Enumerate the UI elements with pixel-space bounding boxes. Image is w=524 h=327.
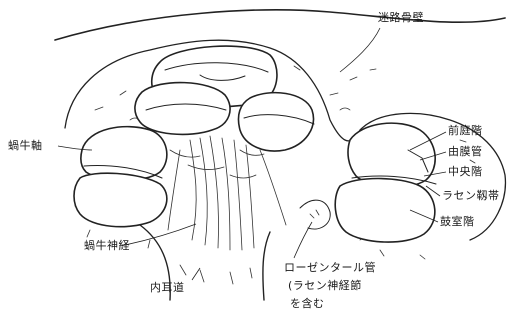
label-rosenthal-line3: を含む bbox=[290, 298, 325, 310]
labyrinth-outer-wall bbox=[55, 10, 505, 40]
label-reissner: 由膜管 bbox=[448, 146, 483, 158]
label-vestibular-wall: 迷路骨壁 bbox=[378, 12, 424, 24]
basal-turn-left-upper bbox=[81, 127, 167, 181]
label-rosenthal-line1: ローゼンタール管 bbox=[284, 262, 376, 274]
label-cochlear-axis: 蝸牛軸 bbox=[8, 140, 43, 152]
label-vestibular-scala: 前庭階 bbox=[448, 125, 483, 137]
basal-turn-right-lower bbox=[335, 179, 435, 243]
label-internal-auditory-canal: 内耳道 bbox=[150, 282, 185, 294]
label-spiral-ligament: ラセン靱帯 bbox=[442, 190, 500, 202]
middle-turn-right bbox=[238, 93, 313, 151]
basal-turn-right-upper bbox=[348, 123, 435, 187]
label-rosenthal-line2: (ラセン神経節 bbox=[288, 280, 362, 292]
label-middle-scala: 中央階 bbox=[448, 166, 483, 178]
label-tympanic-scala: 鼓室階 bbox=[440, 216, 475, 228]
basal-turn-left-lower bbox=[74, 173, 167, 226]
label-cochlear-nerve: 蝸牛神経 bbox=[84, 240, 130, 252]
modiolus-nerve-fibres bbox=[168, 136, 286, 250]
